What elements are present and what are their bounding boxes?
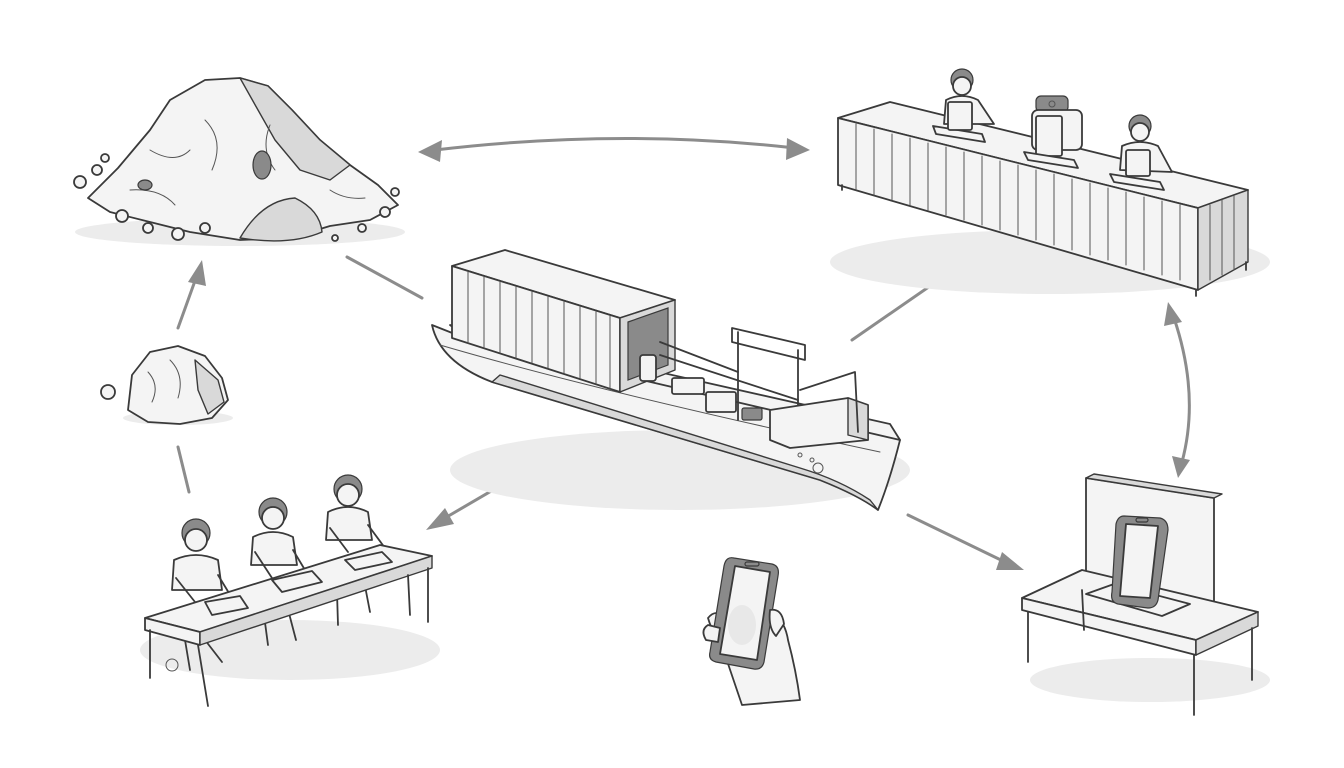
container-factory-icon: [830, 68, 1270, 297]
smartphone-in-hand-icon: [702, 557, 801, 706]
ore-stone-icon: [100, 345, 233, 425]
retail-display-icon: [1021, 473, 1270, 716]
workers-at-desk-icon: [140, 474, 440, 707]
container-worker-1: [932, 68, 995, 143]
arrow-ore-to-container: [418, 137, 810, 162]
ship-container: [451, 249, 676, 393]
arrow-container-to-display: [1164, 302, 1191, 478]
worker-3: [325, 474, 386, 626]
hand-phone: [709, 557, 779, 670]
line-workers-to-stone: [176, 445, 191, 494]
cargo-ship-icon: [431, 249, 910, 511]
arrow-ship-to-display: [906, 513, 1024, 570]
rock-pile-icon: [73, 77, 405, 246]
robot-worker: [1023, 95, 1083, 169]
container-worker-2: [1109, 114, 1173, 191]
line-ore-to-ship: [345, 255, 424, 300]
display-phone: [1111, 515, 1169, 609]
worker-1: [165, 518, 233, 672]
arrow-stone-to-ore: [176, 260, 206, 330]
